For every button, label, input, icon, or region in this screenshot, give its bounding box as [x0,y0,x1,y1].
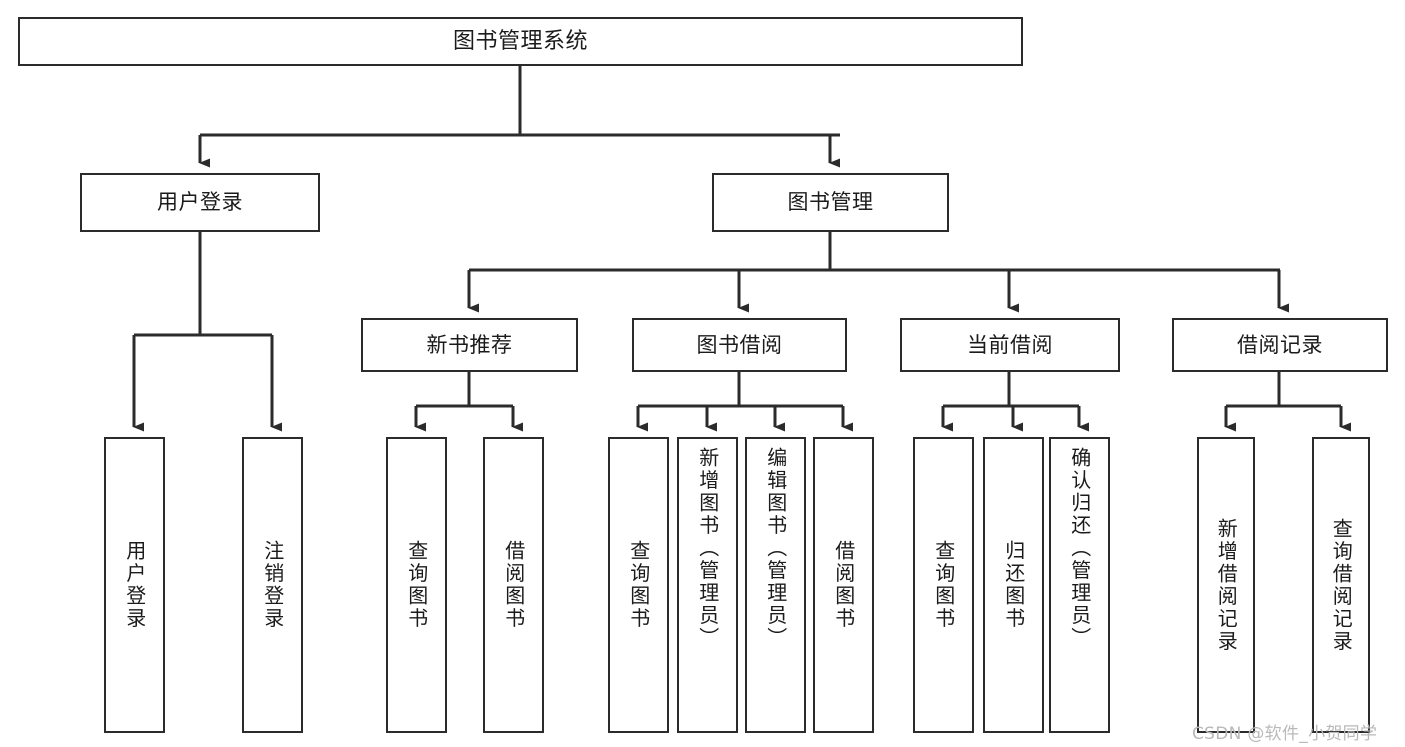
node-leaf-query-book-2-label: 查询图书 [626,540,651,630]
node-borrow-record-label: 借阅记录 [1237,332,1323,357]
node-new-book-recommend[interactable]: 新书推荐 [361,318,578,372]
node-leaf-return-book[interactable]: 归还图书 [983,437,1044,733]
node-leaf-add-book-label: 新增图书（管理员） [695,447,720,650]
node-leaf-borrow-book-2-label: 借阅图书 [831,540,856,630]
node-leaf-borrow-book-2[interactable]: 借阅图书 [813,437,874,733]
node-leaf-confirm-return[interactable]: 确认归还（管理员） [1049,437,1110,733]
node-leaf-user-login-label: 用户登录 [122,540,147,630]
node-leaf-query-book-2[interactable]: 查询图书 [608,437,669,733]
node-leaf-confirm-return-label: 确认归还（管理员） [1067,447,1092,650]
node-leaf-query-record-label: 查询借阅记录 [1329,517,1354,653]
node-book-manage[interactable]: 图书管理 [712,173,949,232]
node-leaf-query-book-1-label: 查询图书 [404,540,429,630]
node-leaf-query-record[interactable]: 查询借阅记录 [1312,437,1370,733]
node-new-book-recommend-label: 新书推荐 [426,332,513,357]
node-leaf-user-login[interactable]: 用户登录 [104,437,165,733]
node-user-login-label: 用户登录 [157,190,243,215]
csdn-watermark: CSDN @软件_小贺同学 [1192,724,1378,744]
node-leaf-borrow-book-1-label: 借阅图书 [501,540,526,630]
node-root-label: 图书管理系统 [452,28,588,54]
node-leaf-borrow-book-1[interactable]: 借阅图书 [483,437,544,733]
node-current-borrow[interactable]: 当前借阅 [900,318,1120,372]
node-user-login[interactable]: 用户登录 [80,173,320,232]
node-current-borrow-label: 当前借阅 [967,332,1053,357]
node-leaf-user-logout-label: 注销登录 [260,540,285,630]
node-leaf-query-book-1[interactable]: 查询图书 [386,437,447,733]
node-leaf-add-record-label: 新增借阅记录 [1214,517,1239,653]
node-book-manage-label: 图书管理 [787,190,874,215]
node-leaf-add-book[interactable]: 新增图书（管理员） [677,437,738,733]
node-leaf-query-book-3-label: 查询图书 [931,540,956,630]
node-leaf-user-logout[interactable]: 注销登录 [242,437,303,733]
node-leaf-edit-book[interactable]: 编辑图书（管理员） [745,437,806,733]
node-book-borrow[interactable]: 图书借阅 [632,318,847,372]
node-leaf-query-book-3[interactable]: 查询图书 [913,437,974,733]
node-leaf-add-record[interactable]: 新增借阅记录 [1197,437,1255,733]
node-leaf-edit-book-label: 编辑图书（管理员） [763,447,788,650]
node-book-borrow-label: 图书借阅 [696,332,783,357]
node-root[interactable]: 图书管理系统 [18,17,1023,66]
node-borrow-record[interactable]: 借阅记录 [1172,318,1388,372]
node-leaf-return-book-label: 归还图书 [1001,540,1026,630]
